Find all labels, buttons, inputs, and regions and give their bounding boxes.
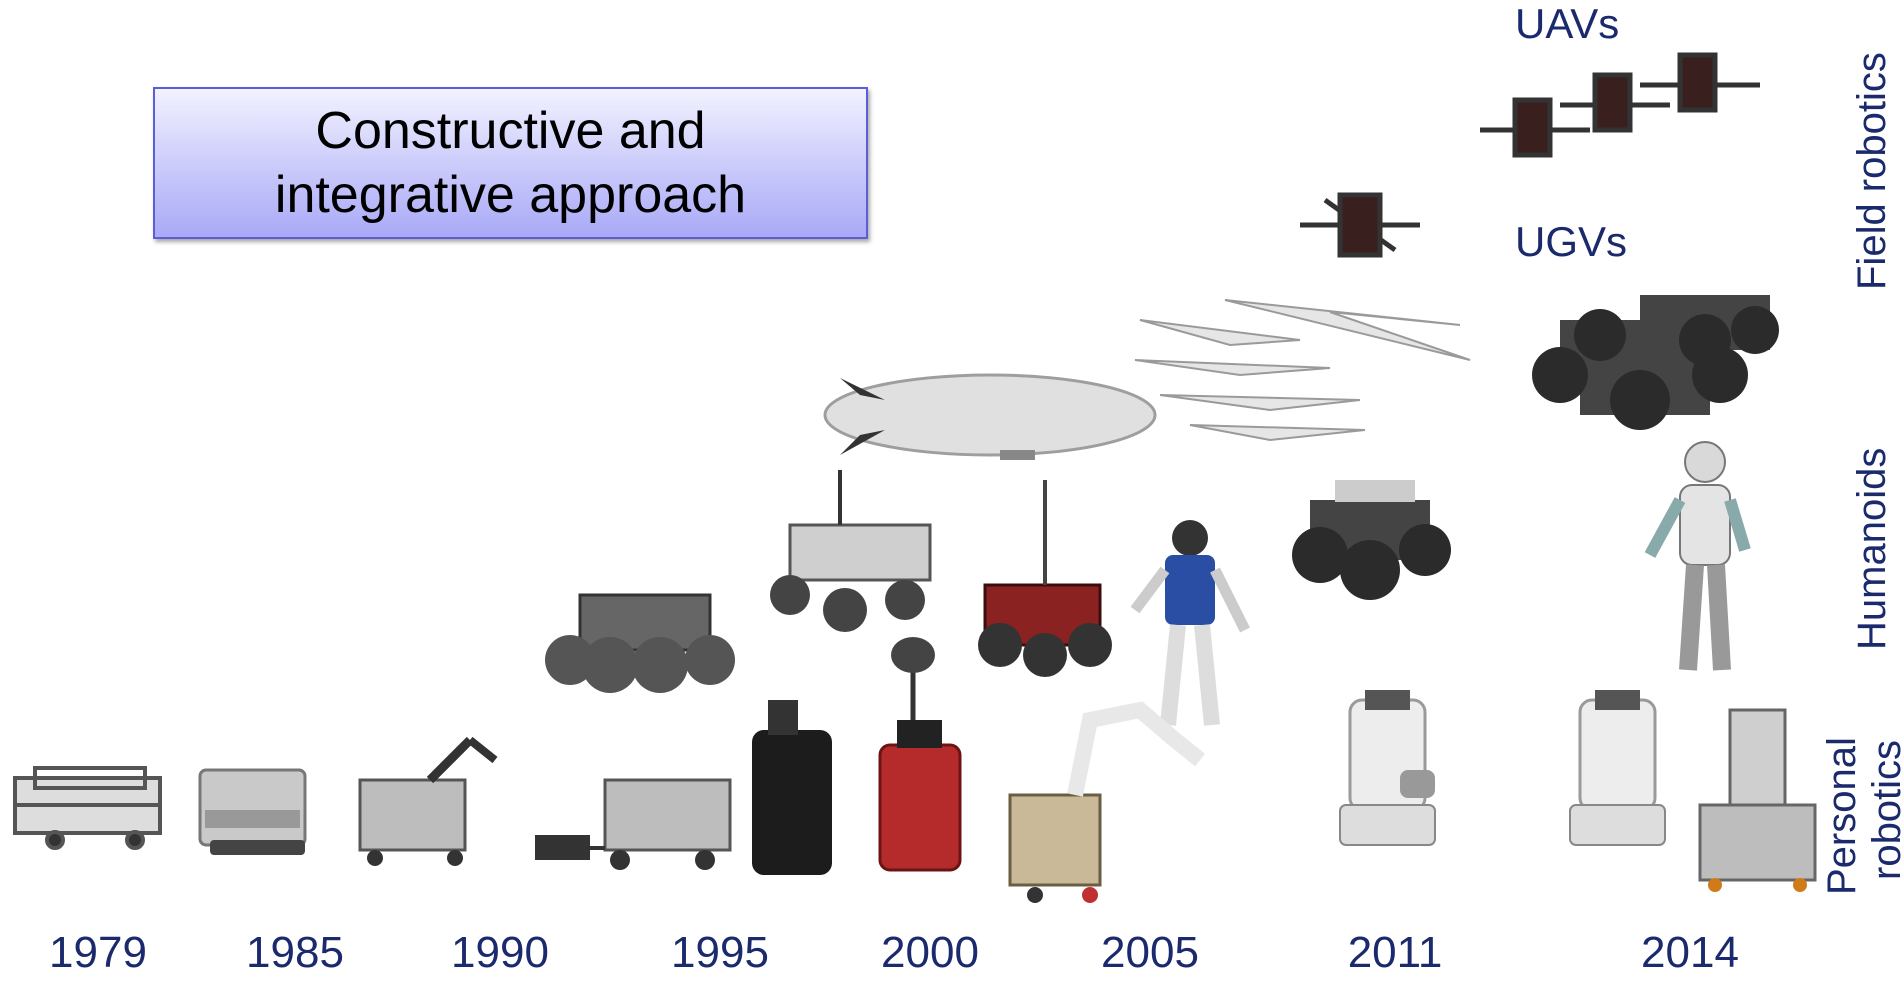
year-label: 2000 xyxy=(881,928,979,977)
robot-2000-rover xyxy=(770,470,932,632)
robot-1995-rover xyxy=(545,593,735,693)
robot-2005-humanoid xyxy=(1130,520,1250,726)
robot-2014-pr2 xyxy=(1569,690,1666,846)
uavs-label: UAVs xyxy=(1515,0,1620,47)
robot-2014-uav-swarm xyxy=(1480,52,1760,158)
approach-box: Constructive and integrative approach xyxy=(153,87,868,239)
robot-2014-humanoid xyxy=(1644,441,1751,671)
robot-2014-ugv-swarm xyxy=(1532,295,1779,430)
year-label: 1990 xyxy=(451,928,549,977)
robot-fixed-wing-uavs xyxy=(1134,299,1471,442)
year-label: 1995 xyxy=(671,928,769,977)
year-label: 2011 xyxy=(1347,928,1443,977)
ugvs-label: UGVs xyxy=(1515,218,1628,265)
side-label-personal: Personal xyxy=(1820,737,1864,895)
year-label: 1979 xyxy=(49,928,147,977)
year-label: 1985 xyxy=(246,928,344,977)
approach-text: Constructive and integrative approach xyxy=(274,102,747,224)
robot-2011-quadrotor xyxy=(1300,192,1420,258)
robot-2014-tower xyxy=(1698,708,1817,892)
robot-1990 xyxy=(358,736,498,866)
robot-cylinder-black xyxy=(752,700,832,875)
side-label-robotics: robotics xyxy=(1865,739,1904,880)
robot-2011-ugv xyxy=(1292,480,1451,600)
side-label-field-robotics: Field robotics xyxy=(1850,52,1894,290)
robot-1979 xyxy=(13,766,162,850)
robot-2011-pr2 xyxy=(1339,690,1436,846)
robot-2000-blimp xyxy=(823,373,1157,460)
robot-cylinder-red xyxy=(878,637,962,872)
year-label: 2005 xyxy=(1101,928,1199,977)
robot-1985 xyxy=(198,768,307,855)
robot-2005-rover xyxy=(978,480,1112,677)
year-label: 2014 xyxy=(1641,928,1739,977)
side-label-humanoids: Humanoids xyxy=(1850,447,1894,650)
robot-2005-arm xyxy=(1008,701,1205,903)
robot-1995-trailer xyxy=(535,778,732,870)
